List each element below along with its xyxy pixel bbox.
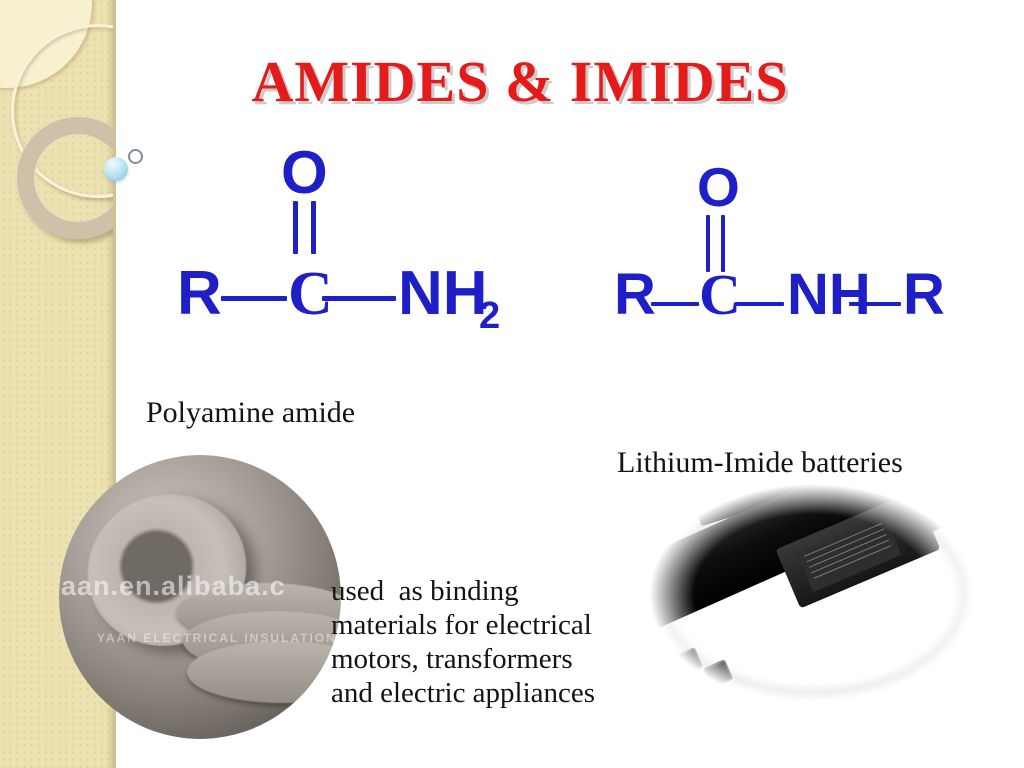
insulation-tape-image: aan.en.alibaba.c YAAN ELECTRICAL INSULAT… <box>59 455 341 739</box>
imide-double-bond-line <box>721 215 725 272</box>
decorative-blue-ball <box>104 157 128 181</box>
usage-line: used as binding <box>331 575 519 607</box>
amide-r-group: R <box>177 259 222 328</box>
imide-carbon-atom: C <box>699 262 741 327</box>
usage-line: and electric appliances <box>331 677 596 709</box>
imide-double-bond-line <box>706 215 710 272</box>
battery-image <box>648 483 978 705</box>
imide-r-group-right: R <box>903 262 945 327</box>
amide-single-bond <box>221 296 287 301</box>
polyamine-caption: Polyamine amide <box>146 396 356 429</box>
imide-r-group-left: R <box>614 262 656 327</box>
amide-oxygen-atom: O <box>281 139 328 206</box>
lithium-caption: Lithium-Imide batteries <box>617 446 903 479</box>
imide-single-bond <box>849 302 901 306</box>
usage-line: motors, transformers <box>331 643 573 675</box>
watermark-subtext: YAAN ELECTRICAL INSULATION <box>97 631 337 645</box>
slide-title: AMIDES & IMIDES <box>251 49 789 114</box>
imide-nh-group: NH <box>787 262 871 327</box>
amide-carbon-atom: C <box>288 260 333 328</box>
usage-line: materials for electrical <box>331 609 592 641</box>
amide-double-bond-line <box>293 201 298 254</box>
amide-single-bond <box>322 296 396 301</box>
imide-single-bond <box>735 302 784 306</box>
usage-text: used as binding materials for electrical… <box>331 574 595 710</box>
watermark-text: aan.en.alibaba.c <box>61 571 286 601</box>
amide-subscript-2: 2 <box>479 295 501 337</box>
imide-oxygen-atom: O <box>697 156 740 218</box>
decorative-sidebar <box>0 0 116 768</box>
amide-double-bond-line <box>311 201 316 254</box>
decorative-small-circle <box>128 149 143 164</box>
tape-roll-flat <box>187 641 341 703</box>
amide-nh-group: NH <box>398 259 488 328</box>
imide-single-bond <box>651 302 699 306</box>
